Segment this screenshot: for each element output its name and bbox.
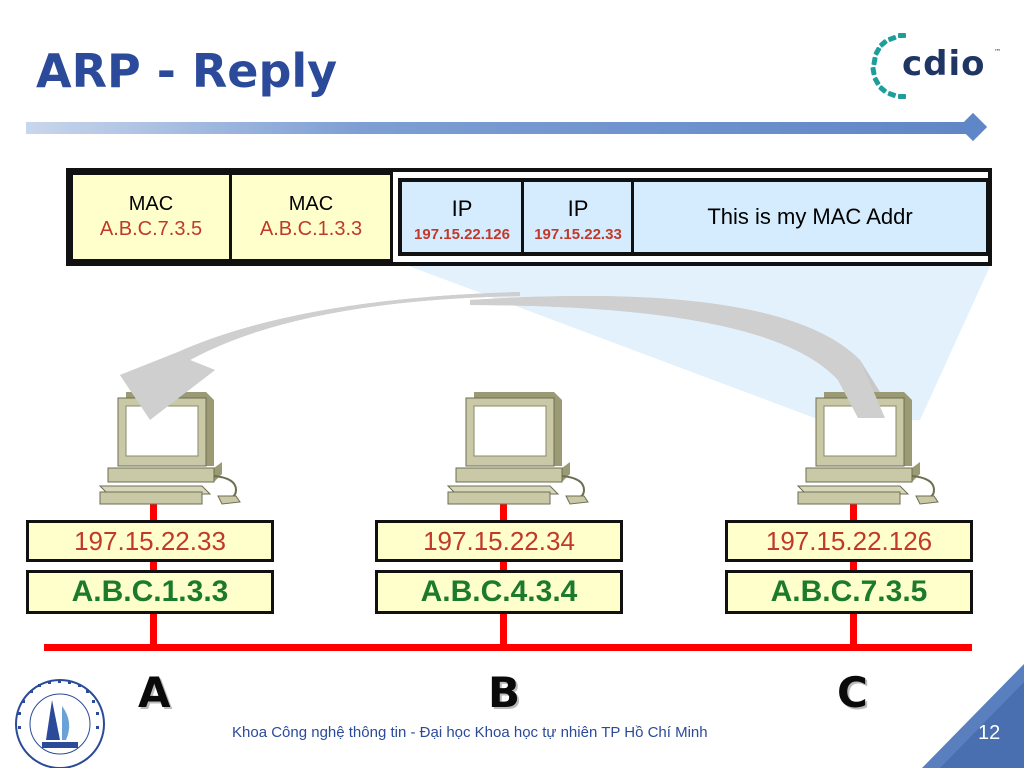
dest-mac-value: A.B.C.7.3.5 [99,218,203,240]
cdio-logo: cdio ™ [866,30,1006,110]
packet-payload: This is my MAC Addr [707,204,913,229]
cdio-logo-mark-icon [870,33,906,99]
slide-title: ARP - Reply [36,44,338,98]
src-ip-value: 197.15.22.126 [414,226,510,243]
dest-mac-label: MAC [128,193,174,215]
src-ip-label: IP [451,196,473,221]
node-a-mac: A.B.C.1.3.3 [26,570,274,614]
node-b-ip: 197.15.22.34 [375,520,623,562]
src-mac-label: MAC [288,193,334,215]
cdio-trademark: ™ [994,48,1001,56]
page-number: 12 [978,722,1001,744]
node-c-ip: 197.15.22.126 [725,520,973,562]
cdio-logo-text: cdio [902,44,986,84]
packet-dest-ip: IP 197.15.22.33 [524,182,632,252]
title-underline [26,122,970,134]
dest-ip-label: IP [567,196,589,221]
node-b-mac: A.B.C.4.3.4 [375,570,623,614]
ip-divider [521,182,524,252]
network-bus [44,644,972,651]
node-c-letter: C [837,668,868,717]
footer-text: Khoa Công nghệ thông tin - Đại học Khoa … [232,724,708,741]
node-a-ip: 197.15.22.33 [26,520,274,562]
packet-dest-mac: MAC A.B.C.7.3.5 [70,172,232,262]
node-a-letter: A [138,668,171,717]
packet-src-mac: MAC A.B.C.1.3.3 [229,172,393,262]
arrow-to-a-head [120,292,520,420]
packet-src-ip: IP 197.15.22.126 [402,182,522,252]
ip-divider [631,182,634,252]
arrow-to-c-head [470,296,885,418]
src-mac-value: A.B.C.1.3.3 [259,218,363,240]
packet-ip-section: IP 197.15.22.126 IP 197.15.22.33 This is… [398,178,990,256]
node-c-mac: A.B.C.7.3.5 [725,570,973,614]
node-b-letter: B [488,668,521,717]
dest-ip-value: 197.15.22.33 [534,226,622,243]
